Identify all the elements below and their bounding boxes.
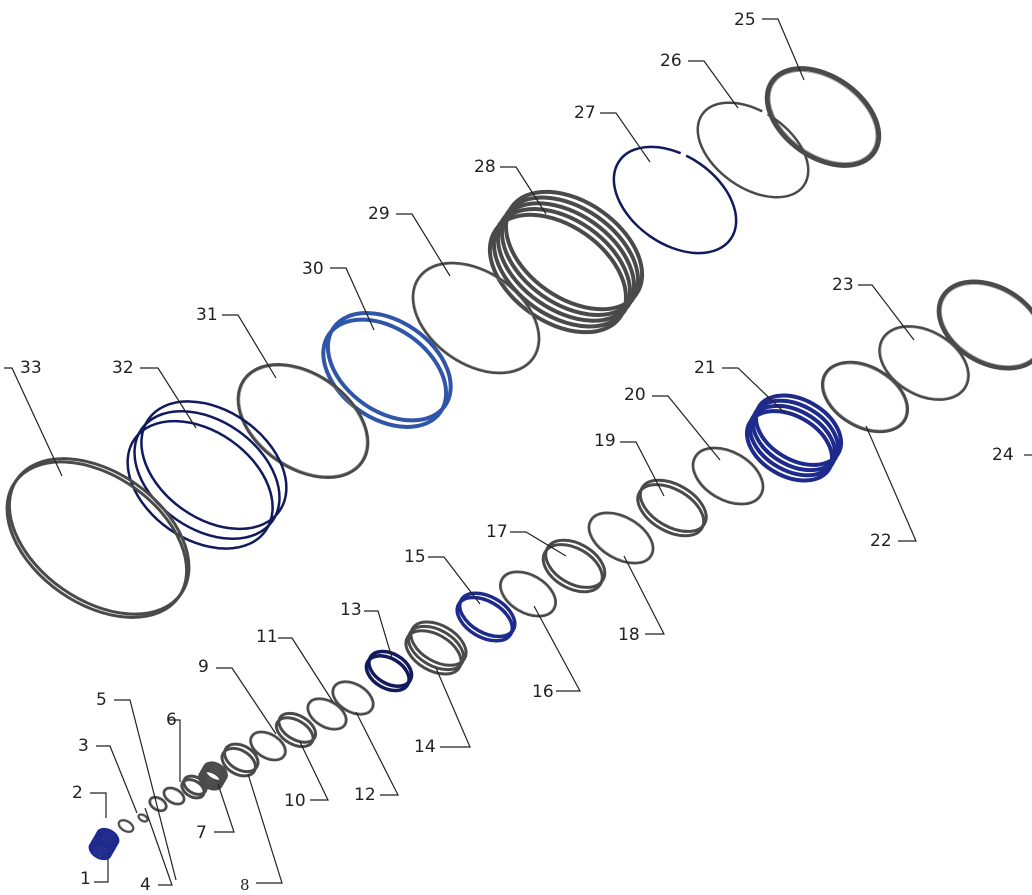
part-label-21: 21 [694, 358, 716, 378]
part-label-20: 20 [624, 385, 646, 405]
leader-line-25 [762, 18, 805, 81]
part-4 [148, 795, 168, 813]
leader-line-1 [94, 858, 109, 883]
leader-line-4 [144, 807, 173, 886]
leader-line-14 [435, 667, 471, 748]
leader-line-15 [428, 556, 481, 605]
part-label-31: 31 [196, 305, 218, 325]
part-label-27: 27 [574, 103, 596, 123]
part-14 [404, 620, 468, 676]
part-label-26: 26 [660, 51, 682, 71]
leader-line-32 [140, 367, 197, 429]
part-23 [878, 325, 970, 401]
part-label-5: 5 [96, 690, 107, 710]
part-7 [198, 761, 228, 791]
part-label-18: 18 [618, 625, 640, 645]
leader-line-30 [330, 267, 375, 331]
part-label-7: 7 [196, 823, 207, 843]
leader-line-33 [4, 367, 63, 477]
part-21 [744, 393, 844, 483]
part-label-23: 23 [832, 275, 854, 295]
leader-line-7 [214, 783, 235, 833]
leader-line-27 [600, 112, 651, 163]
leader-line-3 [96, 745, 138, 814]
leader-line-10 [299, 741, 329, 801]
part-label-14: 14 [414, 737, 436, 757]
leader-line-13 [364, 610, 393, 659]
part-18 [587, 511, 655, 565]
part-labels: 1234567891011121314151617181920212223242… [20, 10, 1014, 895]
part-label-3: 3 [78, 736, 89, 756]
part-label-29: 29 [368, 204, 390, 224]
part-label-10: 10 [284, 791, 306, 811]
part-label-8: 8 [240, 876, 250, 894]
part-label-33: 33 [20, 358, 42, 378]
leader-line-23 [858, 284, 915, 341]
part-label-13: 13 [340, 600, 362, 620]
leader-line-20 [652, 395, 721, 461]
part-8 [220, 742, 260, 778]
part-27 [612, 145, 738, 255]
part-28 [487, 189, 645, 335]
leader-line-17 [510, 531, 567, 557]
leader-line-19 [620, 441, 665, 497]
part-label-19: 19 [594, 431, 616, 451]
part-10 [274, 711, 318, 749]
part-label-4: 4 [140, 875, 151, 895]
leader-line-16 [533, 605, 582, 692]
part-label-32: 32 [112, 358, 134, 378]
part-label-6: 6 [166, 710, 177, 730]
part-12 [331, 680, 375, 716]
part-15 [455, 591, 517, 643]
part-label-25: 25 [734, 10, 756, 30]
leader-line-18 [623, 555, 665, 635]
part-29 [411, 261, 541, 375]
part-label-11: 11 [256, 627, 278, 647]
leader-line-26 [688, 60, 739, 109]
leader-line-21 [722, 367, 787, 415]
part-label-22: 22 [870, 531, 892, 551]
parts-layer [5, 66, 1032, 861]
leader-line-31 [222, 314, 277, 379]
part-19 [636, 478, 708, 538]
part-label-30: 30 [302, 259, 324, 279]
part-20 [691, 446, 765, 506]
leader-line-6 [168, 719, 181, 782]
part-11 [306, 697, 348, 731]
part-label-15: 15 [404, 547, 426, 567]
part-label-12: 12 [354, 785, 376, 805]
leader-line-9 [216, 667, 277, 735]
leader-line-12 [355, 711, 399, 796]
leader-lines [4, 18, 1032, 886]
part-1 [88, 827, 120, 861]
part-label-28: 28 [474, 157, 496, 177]
part-16 [499, 570, 557, 618]
part-label-2: 2 [72, 783, 83, 803]
part-2 [117, 819, 135, 833]
leader-line-22 [865, 425, 917, 542]
leader-line-28 [500, 166, 547, 215]
part-5 [162, 786, 186, 806]
part-13 [364, 649, 414, 693]
part-label-16: 16 [532, 682, 554, 702]
part-32 [126, 400, 288, 550]
part-label-9: 9 [198, 657, 209, 677]
leader-line-29 [396, 213, 451, 277]
part-17 [541, 538, 607, 594]
part-30 [321, 311, 453, 429]
part-33 [5, 457, 191, 619]
leader-line-5 [114, 699, 177, 881]
part-label-24: 24 [992, 445, 1014, 465]
part-26 [696, 101, 810, 199]
part-label-1: 1 [80, 869, 91, 889]
leader-line-2 [90, 792, 107, 818]
part-22 [820, 360, 910, 434]
leader-line-11 [278, 637, 334, 703]
part-24 [936, 279, 1032, 371]
part-3 [137, 813, 149, 823]
part-label-17: 17 [486, 522, 508, 542]
part-9 [249, 730, 287, 762]
leader-line-8 [247, 773, 283, 884]
